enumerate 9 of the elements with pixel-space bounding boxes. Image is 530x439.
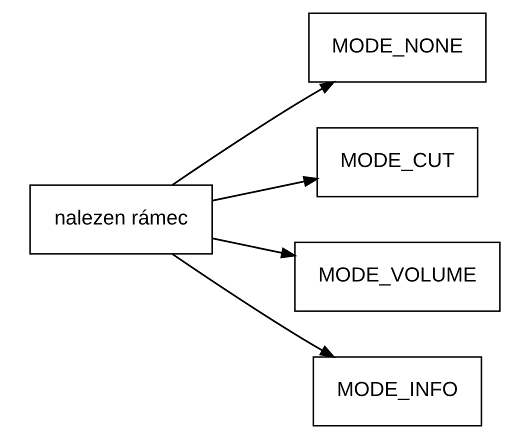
arrow (212, 237, 298, 258)
node-box: MODE_VOLUME (294, 242, 501, 312)
arrow (172, 253, 336, 358)
node-box: MODE_INFO (312, 356, 482, 427)
node-box: MODE_CUT (316, 127, 478, 198)
node-box: nalezen rámec (29, 184, 213, 255)
node-box: MODE_NONE (308, 12, 487, 83)
arrow (172, 80, 336, 186)
arrow (212, 176, 320, 202)
